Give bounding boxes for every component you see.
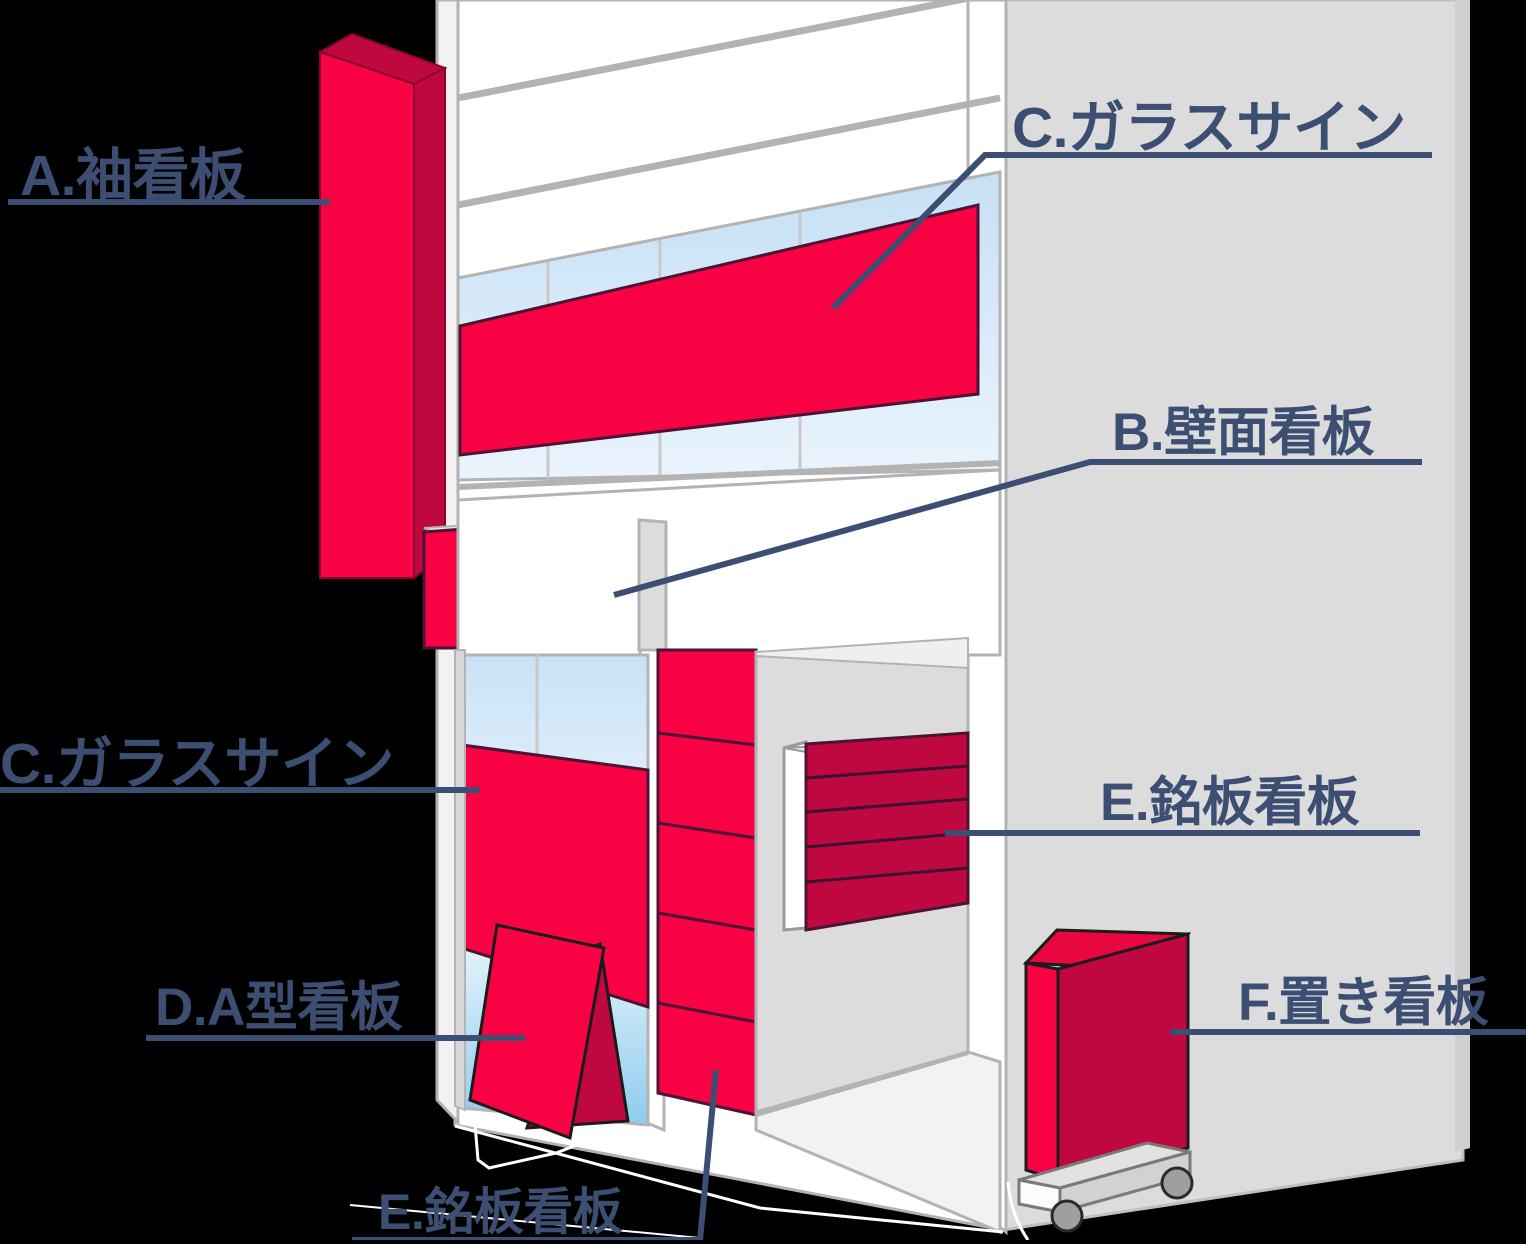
- label-e-meiban-kanban-2: E.銘板看板: [378, 1184, 623, 1240]
- ground-outline: [349, 1124, 1004, 1239]
- label-c-glass-sign-upper: C.ガラスサイン: [1012, 96, 1406, 160]
- label-a-sode-kanban: A.袖看板: [20, 144, 246, 208]
- sign-a-projecting-blade: [317, 32, 448, 581]
- label-d-a-gata-kanban: D.A型看板: [155, 978, 403, 1037]
- sign-e-nameplate-column: [656, 648, 758, 1117]
- sign-f-free-standing: [1006, 928, 1194, 1240]
- label-f-oki-kanban: F.置き看板: [1238, 973, 1489, 1032]
- sign-e-nameplate-wall: [782, 731, 970, 932]
- label-c-glass-sign-lower: C.ガラスサイン: [0, 732, 394, 796]
- sign-d-a-frame: [468, 923, 630, 1170]
- leader-line-c-upper: [830, 152, 1432, 311]
- leader-lines: [0, 152, 1526, 1240]
- glass-sign-upper: [456, 170, 1002, 490]
- label-e-meiban-kanban: E.銘板看板: [1100, 773, 1360, 832]
- leader-line-b: [613, 459, 1422, 598]
- entrance-recess: [754, 636, 1002, 1235]
- leader-line-e-column: [352, 1069, 719, 1240]
- label-b-hekimen-kanban: B.壁面看板: [1112, 403, 1375, 462]
